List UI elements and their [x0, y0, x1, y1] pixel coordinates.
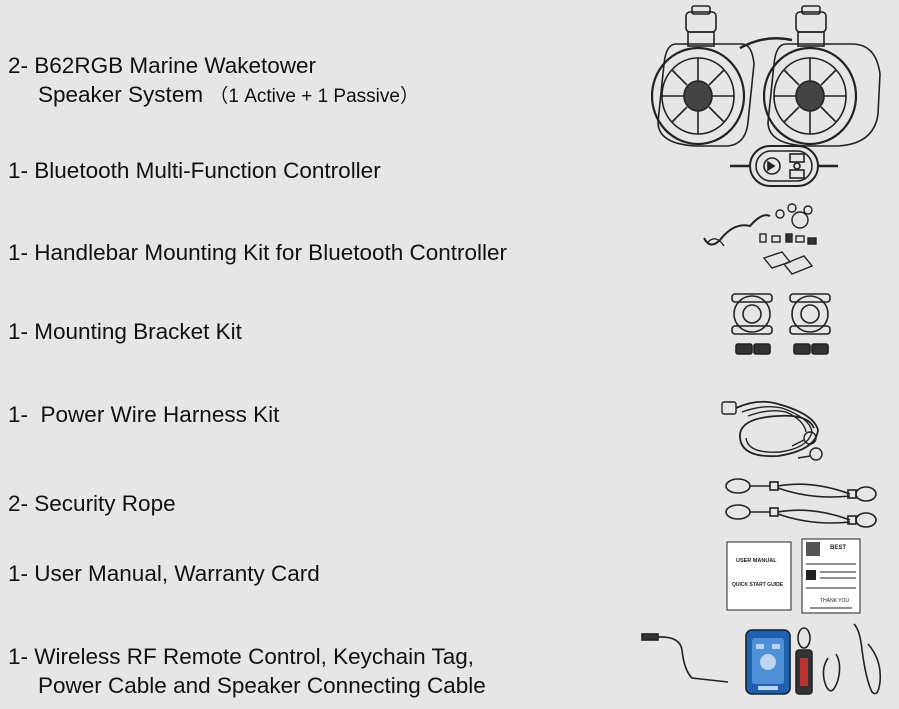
item-qty: 1-: [8, 158, 29, 183]
item-qty: 1-: [8, 240, 29, 265]
item-handlebar-kit: 1- Handlebar Mounting Kit for Bluetooth …: [8, 238, 507, 267]
remote-cable-icon: [640, 620, 890, 698]
item-label: Bluetooth Multi-Function Controller: [34, 158, 381, 183]
item-qty: 1-: [8, 644, 29, 669]
item-label-line2: Speaker System: [38, 82, 204, 107]
item-qty: 2-: [8, 53, 29, 78]
item-security-rope: 2- Security Rope: [8, 489, 176, 518]
item-label-line2: Power Cable and Speaker Connecting Cable: [38, 673, 486, 698]
item-label: User Manual, Warranty Card: [34, 561, 320, 586]
item-label: Wireless RF Remote Control, Keychain Tag…: [34, 644, 475, 669]
item-qty: 1-: [8, 402, 29, 427]
item-qty: 2-: [8, 491, 29, 516]
security-rope-icon: [722, 472, 878, 534]
speaker-pair-icon: [636, 4, 886, 152]
item-bluetooth-controller: 1- Bluetooth Multi-Function Controller: [8, 156, 381, 185]
manual-card-icon: USER MANUAL QUICK START GUIDE BEST THANK…: [726, 538, 862, 614]
handlebar-kit-icon: [700, 200, 832, 278]
bracket-kit-icon: [722, 290, 842, 364]
item-wire-harness: 1- Power Wire Harness Kit: [8, 400, 279, 429]
item-qty: 1-: [8, 561, 29, 586]
card-badge: BEST: [830, 545, 846, 551]
item-label: B62RGB Marine Waketower: [34, 53, 317, 78]
item-bracket-kit: 1- Mounting Bracket Kit: [8, 317, 242, 346]
item-note: （1 Active + 1 Passive）: [209, 86, 419, 107]
bluetooth-controller-icon: [728, 140, 840, 190]
manual-title: USER MANUAL: [736, 558, 777, 564]
wire-harness-icon: [718, 378, 834, 464]
manual-subtitle: QUICK START GUIDE: [732, 582, 784, 588]
item-label: Security Rope: [34, 491, 176, 516]
item-label: Power Wire Harness Kit: [34, 402, 280, 427]
item-manual-card: 1- User Manual, Warranty Card: [8, 559, 320, 588]
item-speaker-system: 2- B62RGB Marine Waketower Speaker Syste…: [8, 51, 419, 111]
item-qty: 1-: [8, 319, 29, 344]
item-label: Mounting Bracket Kit: [34, 319, 242, 344]
item-label: Handlebar Mounting Kit for Bluetooth Con…: [34, 240, 508, 265]
item-remote-cable: 1- Wireless RF Remote Control, Keychain …: [8, 642, 486, 700]
card-thanks: THANK YOU: [820, 598, 849, 604]
